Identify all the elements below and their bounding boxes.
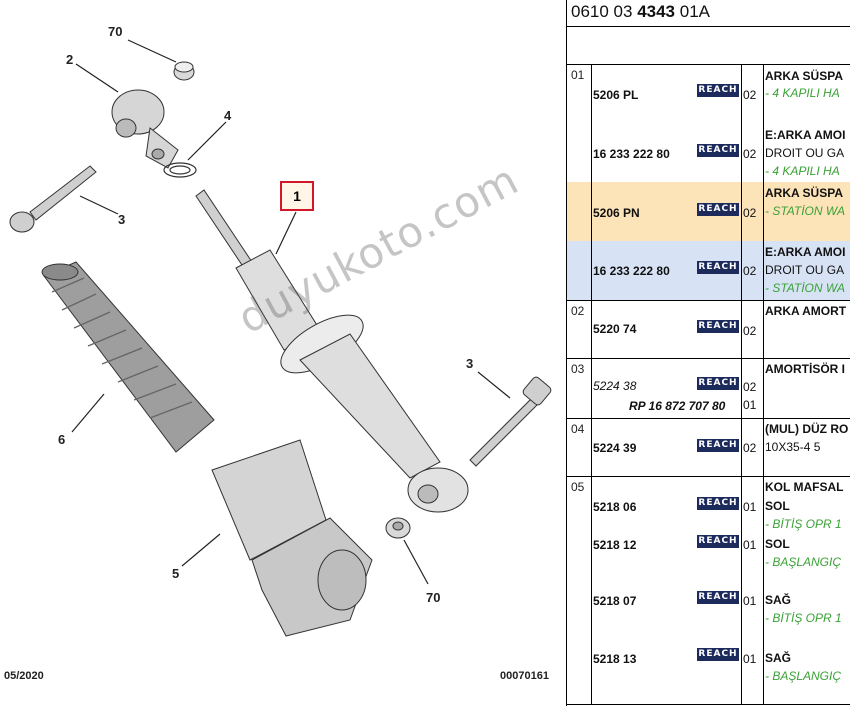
quantity: 01 [743,538,757,552]
part-number: 5206 PL [593,88,639,102]
quantity: 02 [743,264,757,278]
nut-bottom-part [385,517,411,539]
part-number: 5218 06 [593,500,637,514]
quantity: 02 [743,380,757,394]
reach-badge: REACH [697,144,739,157]
reach-badge: REACH [697,535,739,548]
nut-top-part [173,61,195,81]
quantity: 01 [743,500,757,514]
description-line: - BİTİŞ OPR 1 [765,611,842,625]
description-line: - 4 KAPILI HA [765,164,840,178]
quantity: 01 [743,398,757,412]
part-number: 5224 38 [593,379,637,393]
part-number: 5224 39 [593,441,637,455]
description-line: - STATİON WA [765,204,845,218]
bolt-right-part [469,376,552,467]
description-line: - 4 KAPILI HA [765,86,840,100]
description-line: DROIT OU GA [765,146,845,160]
group-number: 03 [571,362,585,376]
description-line: E:ARKA AMOI [765,128,846,142]
reach-badge: REACH [697,648,739,661]
reach-badge: REACH [697,377,739,390]
callout-6: 6 [58,432,66,447]
reach-badge: REACH [697,497,739,510]
bolt-left-part [9,165,97,233]
callout-2: 2 [66,52,74,67]
group-number: 01 [571,68,585,82]
part-number: 16 233 222 80 [593,147,670,161]
callout-70-top: 70 [108,24,123,39]
group-number: 04 [571,422,585,436]
description-line: SOL [765,537,790,551]
group-number: 02 [571,304,585,318]
replacement-part-number: RP 16 872 707 80 [629,399,726,413]
part-number: 5206 PN [593,206,640,220]
description-line: (MUL) DÜZ RO [765,422,849,436]
quantity: 01 [743,652,757,666]
callout-4: 4 [224,108,232,123]
part-number: 5220 74 [593,322,637,336]
washer-part [163,162,197,178]
callout-3-left: 3 [118,212,126,227]
quantity: 02 [743,441,757,455]
callout-3-right: 3 [466,356,474,371]
diagram-drawing [9,39,552,637]
description-line: - BAŞLANGIÇ [765,555,842,569]
reach-badge: REACH [697,84,739,97]
diagram-date: 05/2020 [4,670,44,682]
quantity: 01 [743,594,757,608]
reach-badge: REACH [697,591,739,604]
description-line: 10X35-4 5 [765,440,821,454]
reach-badge: REACH [697,320,739,333]
description-line: ARKA AMORT [765,304,847,318]
bump-stop-part [211,439,373,637]
reach-badge: REACH [697,439,739,452]
description-line: SOL [765,499,790,513]
description-line: SAĞ [765,593,792,607]
description-line: DROIT OU GA [765,263,845,277]
part-number: 5218 07 [593,594,637,608]
upper-mount-part [111,89,179,169]
description-line: AMORTİSÖR I [765,362,845,376]
callout-1-highlighted: 1 [280,181,314,211]
callout-5: 5 [172,566,180,581]
description-line: ARKA SÜSPA [765,69,844,83]
part-number: 5218 12 [593,538,637,552]
part-number: 16 233 222 80 [593,264,670,278]
description-line: E:ARKA AMOI [765,245,846,259]
reference-number: 0610 03 4343 01A [571,2,710,21]
reach-badge: REACH [697,261,739,274]
quantity: 02 [743,147,757,161]
description-line: KOL MAFSAL [765,480,844,494]
exploded-parts-diagram: duyukoto.com 70 2 4 3 1 6 5 3 70 05/2020… [4,24,552,682]
shock-absorber-part [195,189,469,513]
description-line: - STATİON WA [765,281,845,295]
quantity: 02 [743,324,757,338]
diagram-code: 00070161 [500,670,549,682]
reach-badge: REACH [697,203,739,216]
description-line: - BAŞLANGIÇ [765,669,842,683]
part-number: 5218 13 [593,652,637,666]
description-line: ARKA SÜSPA [765,186,844,200]
parts-table: 0610 03 4343 01A 01 5206 PL REACH 02 ARK… [566,0,850,706]
description-line: - BİTİŞ OPR 1 [765,517,842,531]
quantity: 02 [743,88,757,102]
group-number: 05 [571,480,585,494]
callout-70-bottom: 70 [426,590,441,605]
quantity: 02 [743,206,757,220]
description-line: SAĞ [765,651,792,665]
dust-boot-part [41,261,215,453]
